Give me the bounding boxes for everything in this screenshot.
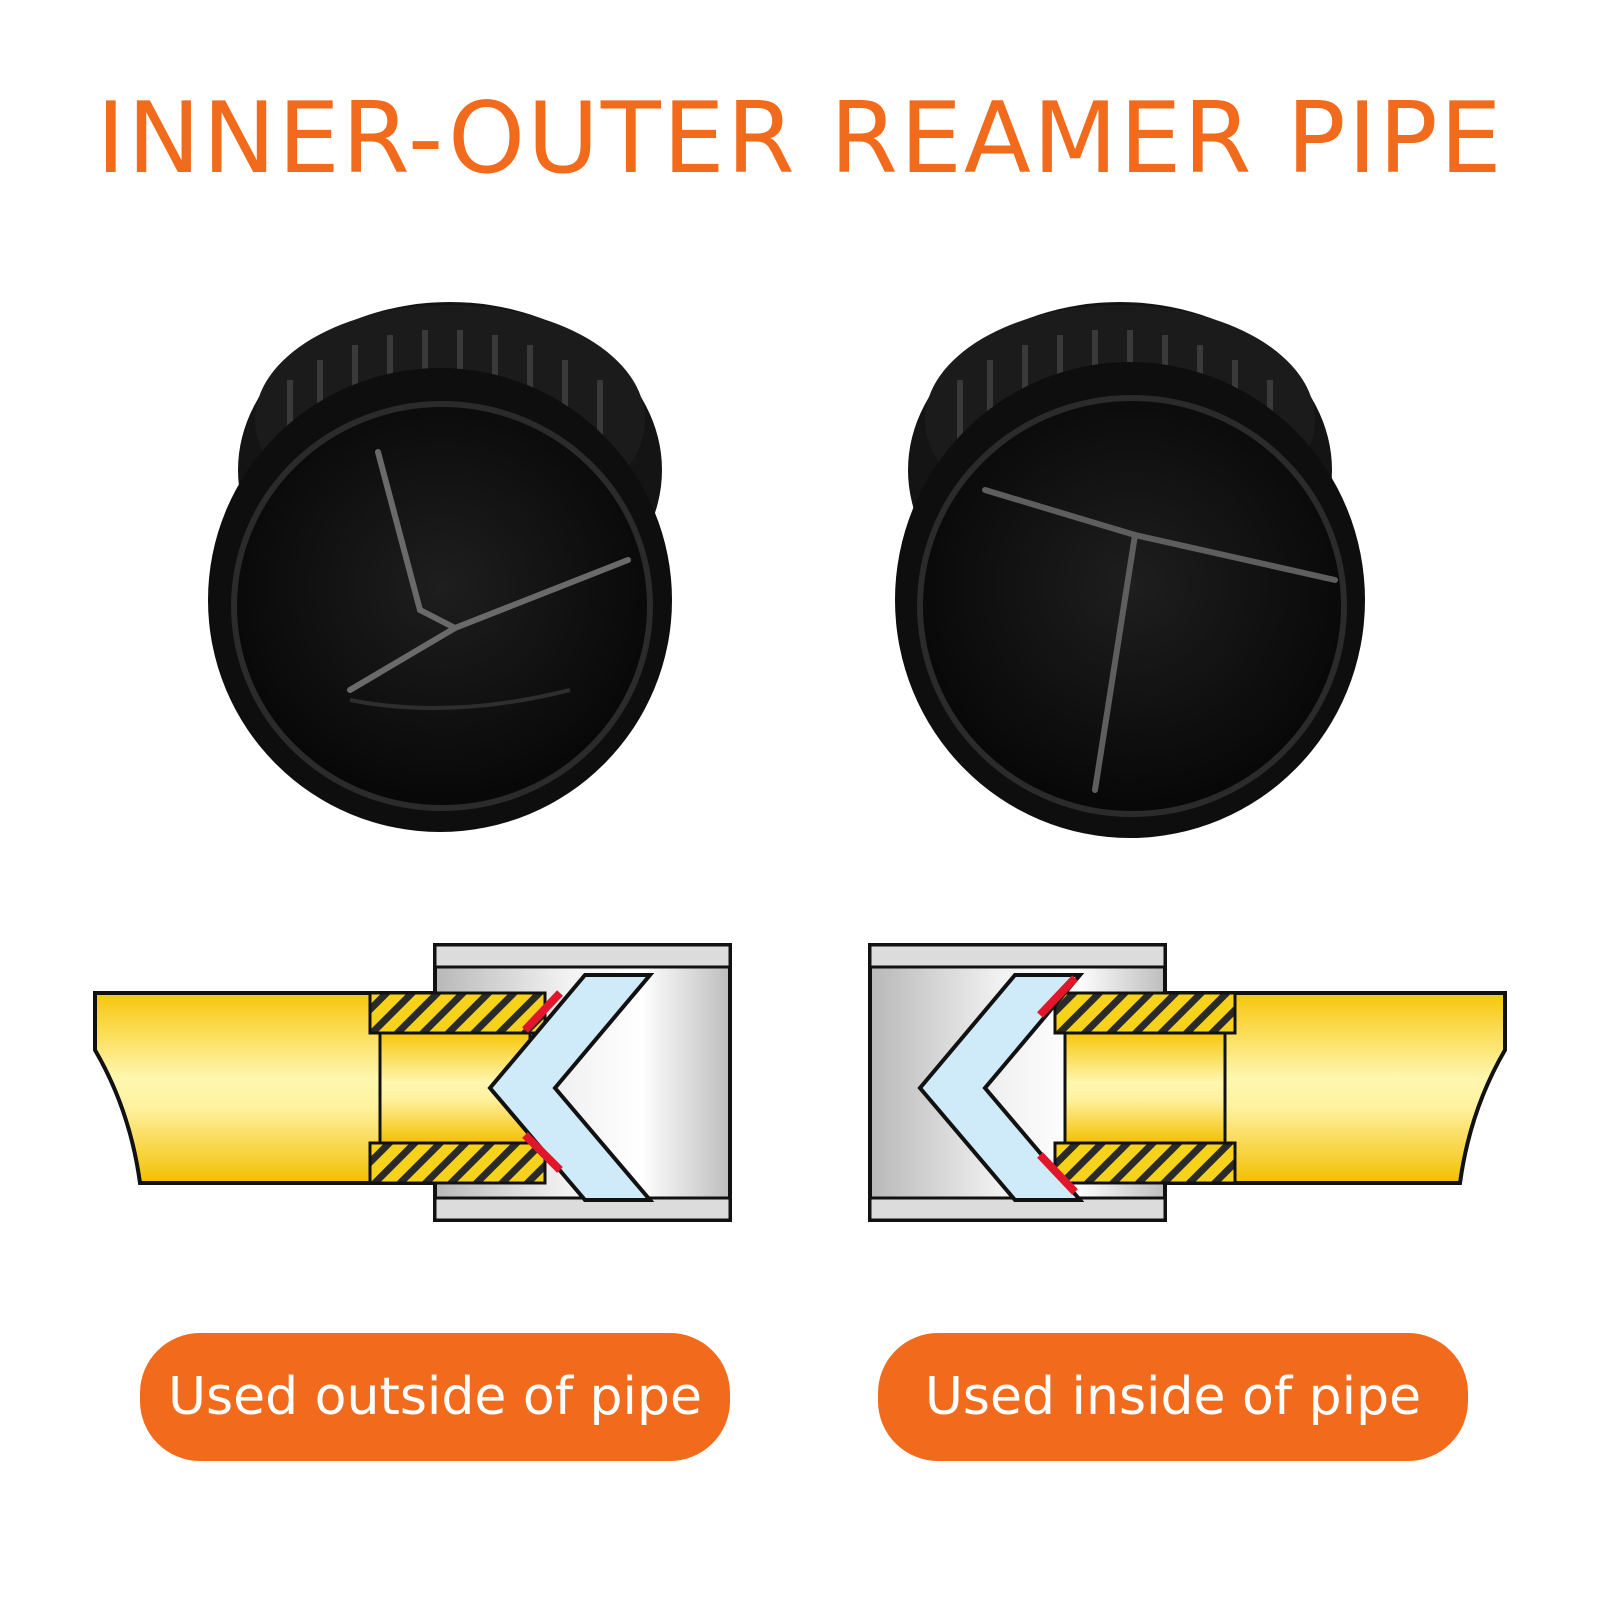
reamer-inner-face-icon — [895, 302, 1365, 838]
label-inside-text: Used inside of pipe — [924, 1367, 1422, 1427]
reamer-outer-face-icon — [208, 302, 672, 832]
label-outside-of-pipe: Used outside of pipe — [140, 1333, 730, 1461]
reaming-inside-diagram — [868, 943, 1507, 1222]
reaming-outside-diagram — [93, 943, 732, 1222]
page-title: INNER-OUTER REAMER PIPE — [96, 82, 1504, 196]
label-inside-of-pipe: Used inside of pipe — [878, 1333, 1468, 1461]
label-outside-text: Used outside of pipe — [167, 1367, 702, 1427]
